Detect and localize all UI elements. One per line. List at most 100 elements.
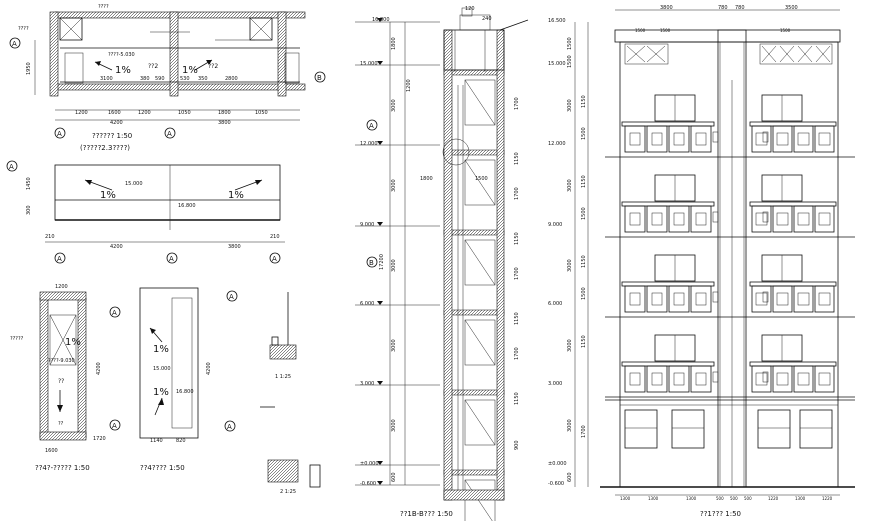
plan-top-caption: ?????? 1:50 — [92, 132, 132, 140]
section-wdim-8: 1150 — [514, 392, 520, 405]
railing-inset — [629, 372, 641, 386]
section-wdim-3: 1700 — [514, 187, 520, 200]
elev-level-8: -0.600 — [548, 481, 564, 487]
lift-roof-caption: ??4???? 1:50 — [140, 464, 185, 472]
plan-top-dim-a6: 1050 — [255, 110, 268, 116]
railing-inset — [755, 132, 768, 146]
detail-1-label: 1 1:25 — [275, 374, 291, 380]
lift-roof: 1% 1% 15.000 16.800 4200 1140 820 A A ??… — [139, 287, 238, 472]
section-level-8: -0.600 — [360, 481, 376, 487]
roof-x-panel — [797, 45, 813, 63]
section-vdim-3: 3000 — [391, 179, 397, 192]
lift-axis-2: A — [112, 422, 117, 430]
elev-wdim-1: 1150 — [581, 95, 587, 108]
elev-bottom-dim-3: 1300 — [686, 496, 697, 501]
roof-axis-3: A — [169, 255, 174, 263]
plan-top-slope-1: 1% — [115, 65, 131, 76]
level-marker-icon — [377, 461, 383, 465]
lift-level: ????-9.030 — [48, 358, 75, 364]
elev-wdim-2: 1500 — [581, 127, 587, 140]
railing-panel — [814, 365, 835, 393]
roof-slope-2: 1% — [228, 190, 244, 201]
detail-2-label: 2 1:25 — [280, 489, 296, 495]
lift-slope: 1% — [65, 337, 81, 348]
railing-panel — [793, 285, 814, 313]
balcony-slab — [621, 281, 715, 287]
section-door — [464, 159, 496, 206]
railing-inset — [651, 372, 663, 386]
plan-top-small-1: 380 — [140, 76, 150, 82]
section-door-swing — [464, 479, 493, 521]
level-marker-icon — [377, 301, 383, 305]
railing-panel — [772, 285, 793, 313]
plan-top-dim-a2: 1600 — [108, 110, 121, 116]
railing-panel — [624, 205, 646, 233]
roof-x-panel — [646, 45, 666, 63]
railing-panel — [751, 285, 772, 313]
elev-top-dim-2: 780 — [718, 5, 728, 11]
roof-x-panel — [779, 45, 795, 63]
section-caption: ??1B-B??? 1:50 — [400, 510, 453, 518]
railing-panel — [690, 285, 712, 313]
railing-panel — [793, 125, 814, 153]
railing-panel — [624, 365, 646, 393]
plan-top-axis-3: A — [12, 40, 17, 48]
elev-vdim-4: 3000 — [567, 179, 573, 192]
elev-wdim-8: 1700 — [581, 425, 587, 438]
railing-inset — [695, 372, 707, 386]
section-wdim-4: 1150 — [514, 232, 520, 245]
vent — [762, 371, 769, 383]
lift-dim-top: 1200 — [55, 284, 68, 290]
plan-top-subcaption: (?????2.3????) — [80, 144, 130, 152]
elev-vdim-5: 3000 — [567, 259, 573, 272]
railing-inset — [695, 292, 707, 306]
plan-top-axis-4: B — [317, 74, 322, 82]
roof-axis-4: A — [272, 255, 277, 263]
elev-bottom-dim-5: 500 — [730, 496, 738, 501]
lift-roof-side-dim: 4200 — [206, 362, 212, 375]
railing-panel — [751, 125, 772, 153]
plan-top-mark-1: ??2 — [148, 63, 158, 70]
plan-top-small-2: 590 — [155, 76, 165, 82]
railing-panel — [624, 285, 646, 313]
plan-top-dim-a4: 1050 — [178, 110, 191, 116]
lift-side-dim-2: 1720 — [93, 436, 106, 442]
roof-axis-1: A — [9, 163, 14, 171]
section-door — [464, 479, 496, 521]
section-vdim-6: 3000 — [391, 419, 397, 432]
railing-inset — [776, 292, 789, 306]
lift-side-dim-1: 4200 — [96, 362, 102, 375]
roof-end-dim-2: 210 — [270, 234, 280, 240]
roof-side-dim-2: 300 — [26, 205, 32, 215]
elev-bottom-dim-1: 1300 — [620, 496, 631, 501]
railing-panel — [668, 365, 690, 393]
roof-end-dim-1: 210 — [45, 234, 55, 240]
elev-vdim-7: 3000 — [567, 419, 573, 432]
section-door-swing — [464, 239, 496, 286]
balcony-slab — [749, 121, 837, 127]
elev-top-dim-1: 3800 — [660, 5, 673, 11]
elev-top-dim-3: 780 — [735, 5, 745, 11]
section-wdim-7: 1700 — [514, 347, 520, 360]
elev-level-3: 12.000 — [548, 141, 566, 147]
balcony-slab — [621, 201, 715, 207]
vent — [712, 371, 719, 383]
section-door-swing — [464, 399, 496, 446]
section-slab — [443, 149, 505, 156]
section-door — [464, 239, 496, 286]
section-level-7: ±0.000 — [360, 461, 379, 467]
balcony-slab — [749, 361, 837, 367]
elev-bay-dim-3: 1500 — [780, 28, 791, 33]
balcony-slab — [621, 121, 715, 127]
section-slab — [443, 389, 505, 396]
section-wdim-9: 900 — [514, 440, 520, 450]
section-slab — [443, 469, 505, 476]
railing-inset — [797, 292, 810, 306]
roof-x-panel — [626, 45, 646, 63]
section-door — [464, 79, 496, 126]
elev-vdim-8: 600 — [567, 472, 573, 482]
plan-top-dim-a1: 1200 — [75, 110, 88, 116]
elev-level-7: ±0.000 — [548, 461, 567, 467]
elev-wdim-4: 1500 — [581, 207, 587, 220]
railing-panel — [793, 365, 814, 393]
